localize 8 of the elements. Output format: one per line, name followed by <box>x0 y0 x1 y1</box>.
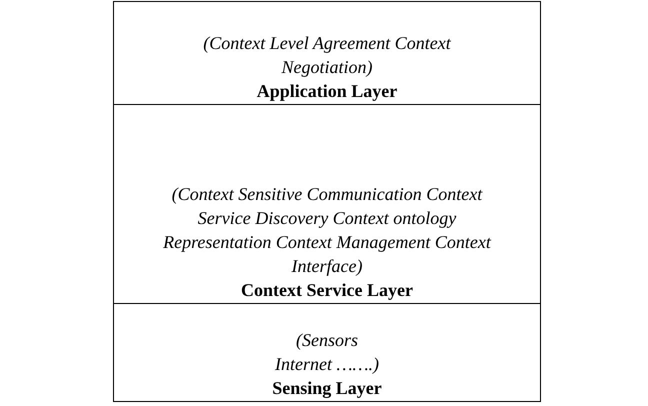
layer-items-text: (Sensors Internet …….) <box>274 329 380 376</box>
layer-box <box>114 303 540 401</box>
layer-items-text: (Context Level Agreement Context Negotiation) <box>202 32 452 79</box>
layer-box <box>114 104 540 303</box>
layer-title: Context Service Layer <box>241 279 413 302</box>
layer-items-text: (Context Sensitive Communication Context Service Discovery Context ontology Representation Context Management Context Interface) <box>162 183 492 278</box>
layer-title: Sensing Layer <box>272 377 382 400</box>
layer-title: Application Layer <box>256 80 398 103</box>
